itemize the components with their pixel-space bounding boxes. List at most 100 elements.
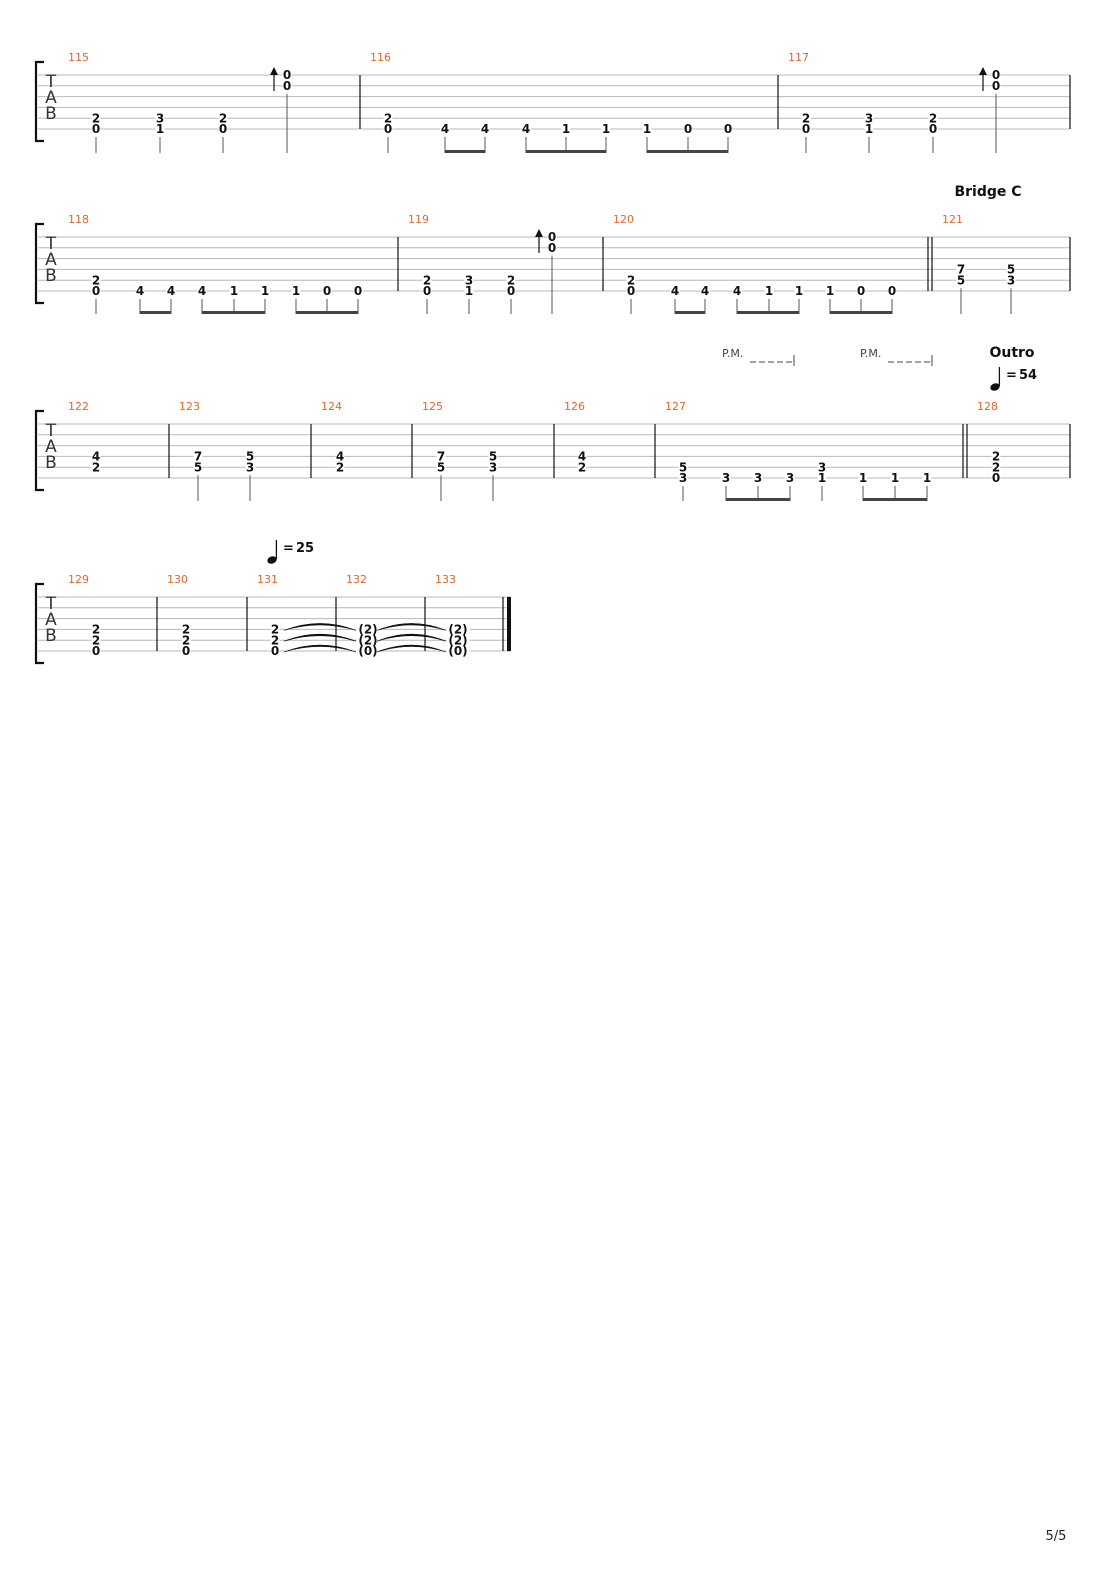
tab-system xyxy=(34,540,511,665)
fret-mask xyxy=(678,461,688,473)
tab-clef-letter: B xyxy=(45,626,57,646)
tab-clef-letter: A xyxy=(45,610,57,630)
note-beam xyxy=(526,150,606,153)
fret-mask xyxy=(91,274,101,286)
upstroke-arrow-icon xyxy=(535,229,543,237)
fret-number: 3 xyxy=(246,460,254,474)
fret-number: 3 xyxy=(786,471,794,485)
section-title: Bridge C xyxy=(954,184,1021,200)
fret-mask xyxy=(506,285,516,296)
fret-number: 0 xyxy=(684,122,692,136)
tab-system xyxy=(34,60,1071,153)
fret-number: 1 xyxy=(465,284,473,298)
fret-mask xyxy=(218,112,228,124)
fret-number: 2 xyxy=(182,633,190,647)
fret-mask xyxy=(422,285,432,296)
bar-number: 121 xyxy=(942,213,963,226)
bar-number: 129 xyxy=(68,573,89,586)
fret-mask xyxy=(436,461,446,473)
fret-mask xyxy=(488,461,498,473)
fret-number: 3 xyxy=(679,471,687,485)
fret-number: 3 xyxy=(722,471,730,485)
fret-number: 0 xyxy=(283,79,291,93)
fret-mask xyxy=(260,285,270,296)
fret-number: 2 xyxy=(992,450,1000,464)
fret-mask xyxy=(383,112,393,124)
tie-arc xyxy=(283,644,357,653)
fret-number: 4 xyxy=(701,284,709,298)
fret-number: (2) xyxy=(448,633,467,647)
fret-number: 2 xyxy=(271,623,279,637)
fret-number: 0 xyxy=(507,284,515,298)
upstroke-arrow-icon xyxy=(270,67,278,75)
tab-clef-letter: B xyxy=(45,453,57,473)
fret-mask xyxy=(864,112,874,124)
fret-mask xyxy=(991,69,1001,80)
bar-number: 133 xyxy=(435,573,456,586)
fret-mask xyxy=(488,450,498,462)
fret-mask xyxy=(322,285,332,296)
fret-mask xyxy=(642,123,652,134)
fret-mask xyxy=(890,472,900,483)
fret-number: 2 xyxy=(219,111,227,125)
tab-clef-letter: T xyxy=(45,594,57,614)
bar-number: 119 xyxy=(408,213,429,226)
fret-mask xyxy=(601,123,611,134)
fret-number: 4 xyxy=(481,122,489,136)
fret-mask xyxy=(353,285,363,296)
fret-number: 1 xyxy=(859,471,867,485)
fret-mask xyxy=(817,472,827,483)
fret-mask xyxy=(547,241,557,253)
fret-mask xyxy=(181,645,191,656)
fret-mask xyxy=(356,645,380,656)
palm-mute-label: P.M. xyxy=(860,347,881,360)
tie-arc xyxy=(376,633,447,642)
fret-mask xyxy=(887,285,897,296)
fret-number: 0 xyxy=(857,284,865,298)
fret-mask xyxy=(858,472,868,483)
fret-number: 1 xyxy=(156,122,164,136)
fret-number: 0 xyxy=(92,284,100,298)
system-bracket xyxy=(34,222,44,305)
fret-number: 4 xyxy=(441,122,449,136)
fret-mask xyxy=(753,472,763,483)
tab-clef-letter: A xyxy=(45,250,57,270)
bar-number: 131 xyxy=(257,573,278,586)
fret-number: 2 xyxy=(92,623,100,637)
fret-number: 7 xyxy=(957,263,965,277)
fret-number: 2 xyxy=(182,623,190,637)
fret-number: 5 xyxy=(437,460,445,474)
fret-mask xyxy=(197,285,207,296)
bar-number: 127 xyxy=(665,400,686,413)
fret-number: 4 xyxy=(671,284,679,298)
fret-mask xyxy=(218,123,228,134)
fret-mask xyxy=(91,123,101,134)
note-beam xyxy=(647,150,728,153)
fret-number: 0 xyxy=(724,122,732,136)
upstroke-arrow-icon xyxy=(979,67,987,75)
fret-mask xyxy=(506,274,516,286)
fret-mask xyxy=(282,69,292,80)
fret-mask xyxy=(335,461,345,473)
fret-number: 3 xyxy=(489,460,497,474)
tab-clef-letter: B xyxy=(45,104,57,124)
fret-number: 0 xyxy=(384,122,392,136)
fret-mask xyxy=(335,450,345,462)
fret-number: 2 xyxy=(384,111,392,125)
fret-number: 1 xyxy=(292,284,300,298)
fret-number: 1 xyxy=(795,284,803,298)
fret-mask xyxy=(229,285,239,296)
fret-mask xyxy=(155,123,165,134)
note-beam xyxy=(863,498,927,501)
bar-number: 116 xyxy=(370,51,391,64)
fret-mask xyxy=(193,450,203,462)
fret-number: 1 xyxy=(891,471,899,485)
fret-number: 2 xyxy=(92,633,100,647)
fret-number: 2 xyxy=(929,111,937,125)
fret-number: 1 xyxy=(602,122,610,136)
fret-number: 2 xyxy=(507,273,515,287)
tab-clef-letter: B xyxy=(45,266,57,286)
fret-number: 3 xyxy=(1007,273,1015,287)
fret-number: (0) xyxy=(358,644,377,658)
